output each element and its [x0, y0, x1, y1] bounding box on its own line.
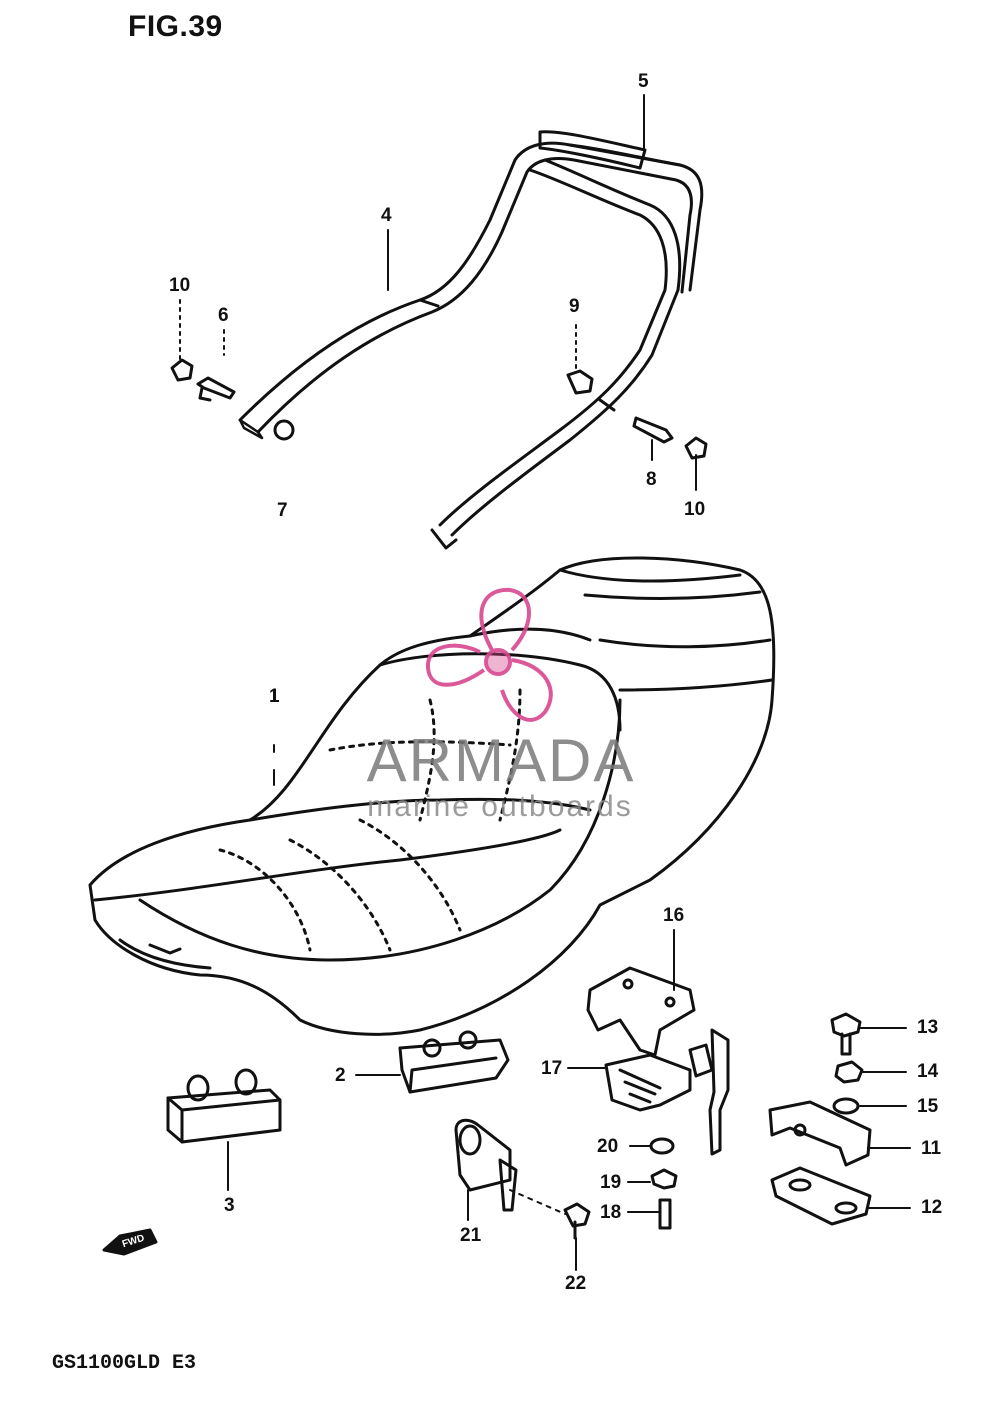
- model-code: GS1100GLD E3: [52, 1352, 197, 1375]
- bracket-part-16: [586, 966, 696, 1057]
- callout-18: 18: [600, 1202, 622, 1223]
- callout-1: 1: [269, 686, 280, 707]
- grab-rail-part-4: [238, 130, 704, 550]
- forward-arrow-icon: [102, 1228, 158, 1256]
- callout-19: 19: [600, 1172, 622, 1193]
- callout-2: 2: [335, 1065, 346, 1086]
- callout-16: 16: [663, 905, 685, 926]
- watermark-propeller-icon: [425, 587, 553, 722]
- callout-22: 22: [565, 1273, 587, 1294]
- callout-6: 6: [218, 305, 229, 326]
- callout-15: 15: [917, 1096, 939, 1117]
- callout-21: 21: [460, 1225, 482, 1246]
- leader-lines: [179, 94, 911, 1271]
- callout-13: 13: [917, 1017, 939, 1038]
- callout-4: 4: [381, 205, 392, 226]
- block-part-3: [166, 1068, 282, 1144]
- seat-lock-part-17: [604, 1028, 730, 1156]
- callout-7: 7: [277, 500, 288, 521]
- callout-14: 14: [917, 1061, 939, 1082]
- figure-title: FIG.39: [128, 10, 223, 43]
- damper-part-2: [398, 1030, 510, 1094]
- callout-5: 5: [638, 71, 649, 92]
- hook-part-11: [768, 1100, 872, 1167]
- callout-10-top: 10: [169, 275, 191, 296]
- hardware-center: [649, 1137, 678, 1230]
- callout-10-right: 10: [684, 499, 706, 520]
- seat-part-1: [88, 556, 776, 1036]
- plate-part-12: [770, 1166, 872, 1226]
- hardware-right: [830, 1012, 864, 1115]
- callout-12: 12: [921, 1197, 943, 1218]
- hardware-top: [170, 358, 708, 460]
- callout-9: 9: [569, 296, 580, 317]
- callout-17: 17: [541, 1058, 563, 1079]
- screw-part-22: [563, 1202, 591, 1240]
- callout-8: 8: [646, 469, 657, 490]
- watermark-tagline: marine outboards: [367, 790, 633, 823]
- callout-3: 3: [224, 1195, 235, 1216]
- lock-set-part-21: [454, 1118, 518, 1212]
- callout-20: 20: [597, 1136, 619, 1157]
- watermark-brand: ARMADA: [366, 727, 636, 794]
- callout-11: 11: [921, 1138, 942, 1159]
